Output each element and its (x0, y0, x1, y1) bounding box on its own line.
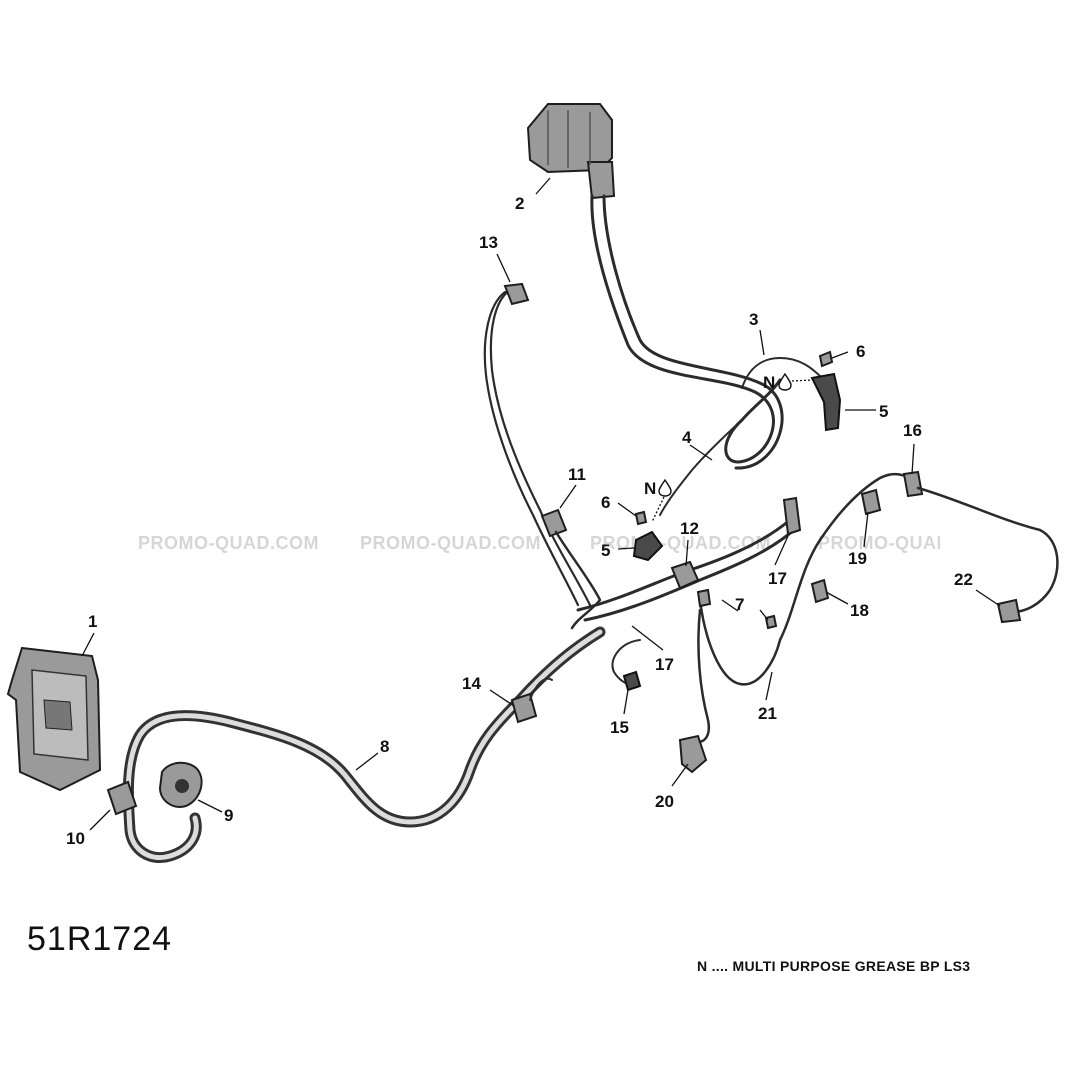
part-11-connector (540, 508, 602, 630)
label-16: 16 (903, 421, 922, 440)
diagram-code: 51R1724 (27, 920, 173, 958)
label-17-lower: 17 (655, 655, 674, 674)
grease-note: N .... MULTI PURPOSE GREASE BP LS3 (697, 958, 971, 974)
part-10-connector (106, 780, 138, 816)
label-1: 1 (88, 612, 97, 631)
part-9-connector (158, 761, 203, 808)
part-8-main-harness (122, 626, 606, 863)
part-3-5-sensor (741, 350, 842, 432)
label-3: 3 (749, 310, 758, 329)
central-harness (576, 470, 1059, 774)
label-8: 8 (380, 737, 389, 756)
cable-2-to-4 (590, 194, 784, 516)
watermark-1: PROMO-QUAD.COM (138, 533, 319, 553)
part-5-left-sensor (632, 510, 664, 562)
label-15: 15 (610, 718, 629, 737)
leader-lines (81, 177, 1001, 831)
grease-drop-icon (658, 478, 672, 497)
label-5-left: 5 (601, 541, 610, 560)
part-14-connector (510, 677, 553, 724)
label-6-right: 6 (856, 342, 865, 361)
label-6-left: 6 (601, 493, 610, 512)
watermark-4: PROMO-QUAD.COM (818, 533, 999, 553)
label-2: 2 (515, 194, 524, 213)
grease-drop-icon (778, 372, 792, 391)
part-1-module (6, 646, 102, 792)
watermark-4-clip: PROMO-QUAD.COM (818, 533, 999, 553)
label-20: 20 (655, 792, 674, 811)
label-5-right: 5 (879, 402, 888, 421)
part-15-wire (611, 639, 642, 692)
callout-labels: 1 2 3 4 5 5 6 6 7 8 9 10 11 12 13 14 15 … (66, 194, 973, 848)
part-2-connector (526, 103, 616, 200)
label-11: 11 (568, 465, 586, 484)
label-17-upper: 17 (768, 569, 787, 588)
label-7: 7 (735, 595, 744, 614)
label-n-left: N (644, 479, 656, 498)
label-19: 19 (848, 549, 867, 568)
label-18: 18 (850, 601, 869, 620)
watermark-2: PROMO-QUAD.COM (360, 533, 541, 553)
label-n-right: N (763, 373, 775, 392)
label-4: 4 (682, 428, 692, 447)
label-10: 10 (66, 829, 85, 848)
label-9: 9 (224, 806, 233, 825)
label-22: 22 (954, 570, 973, 589)
label-21: 21 (758, 704, 777, 723)
label-13: 13 (479, 233, 498, 252)
part-13-cable (483, 282, 592, 607)
label-14: 14 (462, 674, 481, 693)
label-12: 12 (680, 519, 699, 538)
